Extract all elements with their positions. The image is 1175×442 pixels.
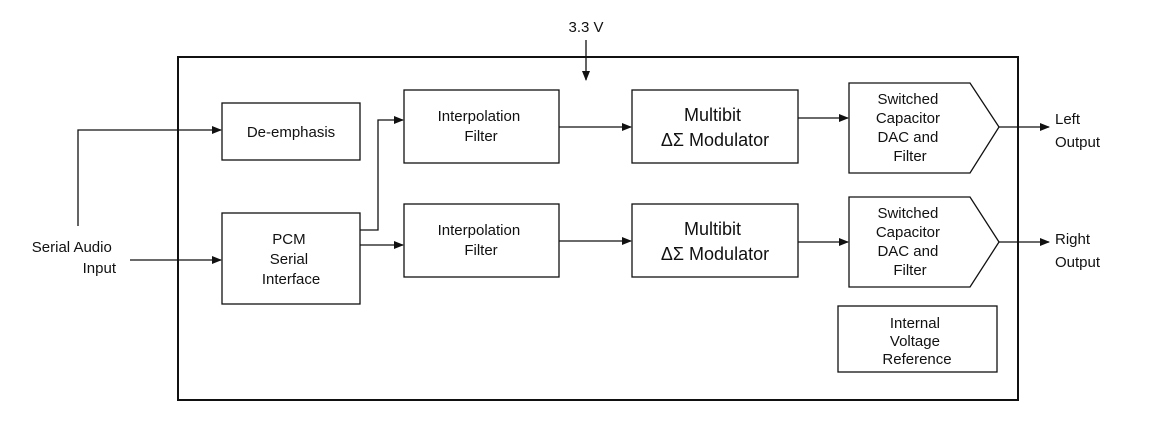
interpolation-filter-top-label: Interpolation Filter	[438, 108, 525, 145]
interpolation-filter-top-block	[403, 89, 560, 164]
multibit-modulator-bottom-label: Multibit ΔΣ Modulator	[661, 219, 769, 264]
dac-filter-bottom-block	[848, 196, 1000, 288]
voltage-reference-label: Internal Voltage Reference	[882, 315, 951, 368]
dac-filter-bottom-label: Switched Capacitor DAC and Filter	[876, 205, 944, 279]
interpolation-filter-bottom-block	[403, 203, 560, 278]
input-to-deemphasis-arrow	[77, 126, 222, 226]
right-output-label: Right Output	[1055, 231, 1101, 271]
interpolation-filter-bottom-label: Interpolation Filter	[438, 222, 525, 259]
deemphasis-label: De-emphasis	[247, 124, 335, 141]
multibit-modulator-bottom-block	[631, 203, 799, 278]
multibit-modulator-top-label: Multibit ΔΣ Modulator	[661, 105, 769, 150]
chip-outline	[177, 56, 1019, 401]
multibit-modulator-top-block	[631, 89, 799, 164]
supply-label: 3.3 V	[568, 19, 603, 36]
voltage-reference-block	[837, 305, 998, 373]
left-output-label: Left Output	[1055, 111, 1101, 151]
pcm-serial-interface-block	[221, 212, 361, 305]
pcm-serial-interface-label: PCM Serial Interface	[262, 231, 320, 288]
deemphasis-block	[221, 102, 361, 161]
dac-filter-top-label: Switched Capacitor DAC and Filter	[876, 91, 944, 165]
dac-filter-top-block	[848, 82, 1000, 174]
pcm-to-interp-top-arrow	[360, 116, 404, 231]
serial-audio-input-label: Serial Audio Input	[32, 239, 117, 277]
